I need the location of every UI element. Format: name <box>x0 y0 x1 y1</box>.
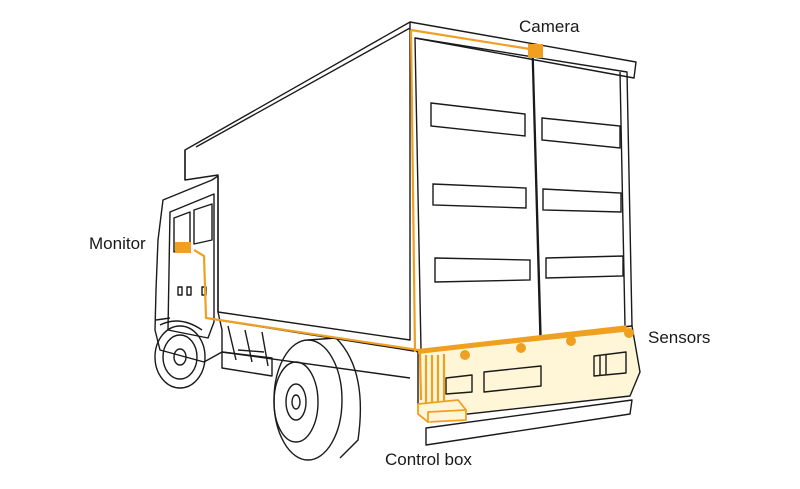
sensor <box>566 336 576 346</box>
rear-door-vents <box>430 102 624 283</box>
sensor-bar <box>417 325 627 354</box>
front-wheel <box>154 320 206 389</box>
monitor-unit <box>175 242 191 253</box>
rear-wheel <box>273 337 362 461</box>
control-box-unit <box>417 399 467 423</box>
control-box-label: Control box <box>385 450 472 469</box>
rear-bumper <box>417 325 641 446</box>
sensor <box>460 350 470 360</box>
sensors <box>460 328 634 360</box>
cargo-box-roof <box>409 21 637 79</box>
monitor-label: Monitor <box>89 234 146 253</box>
camera-label: Camera <box>519 17 580 36</box>
sensor <box>516 343 526 353</box>
sensor <box>624 328 634 338</box>
chassis <box>217 319 421 379</box>
cargo-box-side <box>184 21 411 341</box>
cab <box>154 175 223 363</box>
cargo-box-rear <box>414 37 633 351</box>
camera-unit <box>528 44 543 58</box>
sensors-label: Sensors <box>648 328 711 347</box>
